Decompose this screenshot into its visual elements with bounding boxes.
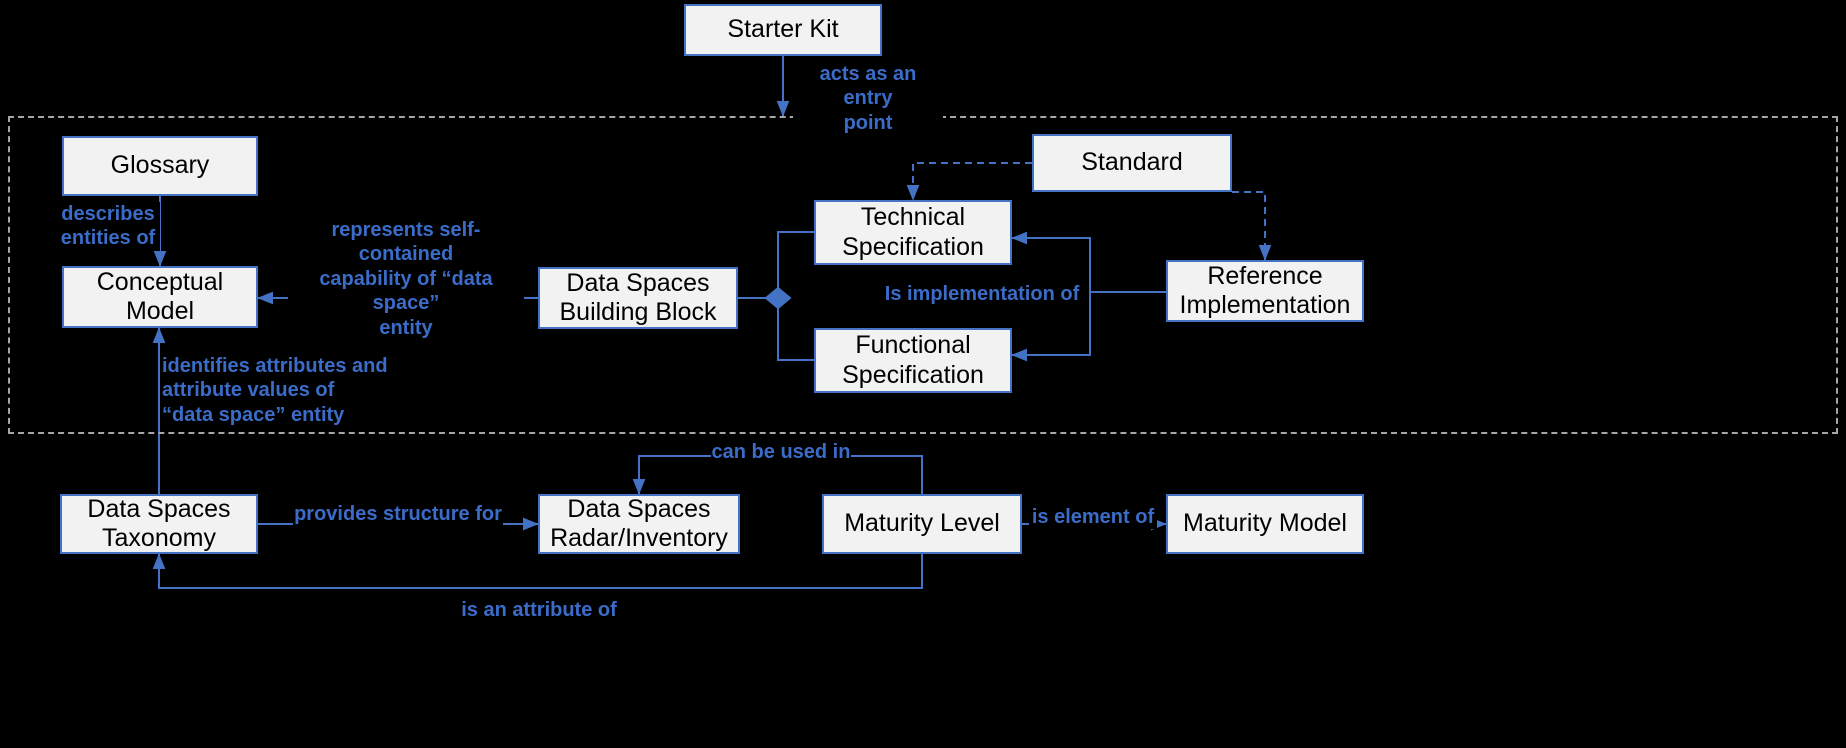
edge-standard-to-refimpl [1232, 191, 1272, 261]
edge-label-identifies-attributes: identifies attributes and attribute valu… [162, 354, 394, 428]
node-data-spaces-building-block[interactable]: Data Spaces Building Block [538, 267, 738, 329]
edge-label-acts-as-entry-point: acts as an entry point [793, 62, 943, 136]
edge-maturity-is-attribute-of [152, 553, 923, 589]
node-standard[interactable]: Standard [1032, 134, 1232, 192]
edge-label-provides-structure-for: provides structure for [293, 502, 503, 527]
edge-label-can-be-used-in: can be used in [711, 440, 851, 465]
aggregation-diamond [764, 286, 792, 310]
edge-bb-to-techspec [777, 231, 814, 298]
edge-label-is-an-attribute-of: is an attribute of [459, 598, 619, 623]
node-starter-kit[interactable]: Starter Kit [684, 4, 882, 56]
node-data-spaces-taxonomy[interactable]: Data Spaces Taxonomy [60, 494, 258, 554]
node-data-spaces-radar-inventory[interactable]: Data Spaces Radar/Inventory [538, 494, 740, 554]
edge-refimpl-to-funcspec [1011, 292, 1091, 362]
node-glossary[interactable]: Glossary [62, 136, 258, 196]
edge-bb-to-funcspec [777, 298, 814, 361]
node-maturity-model[interactable]: Maturity Model [1166, 494, 1364, 554]
node-maturity-level[interactable]: Maturity Level [822, 494, 1022, 554]
edge-label-is-element-of: is element of [1029, 505, 1157, 530]
edge-label-is-implementation-of: Is implementation of [884, 282, 1080, 307]
edge-refimpl-to-techspec [1011, 231, 1091, 292]
edge-label-describes-entities-of: describes entities of [56, 202, 160, 251]
node-functional-specification[interactable]: Functional Specification [814, 328, 1012, 393]
edge-standard-to-techspec [906, 162, 1032, 201]
node-conceptual-model[interactable]: Conceptual Model [62, 266, 258, 328]
node-reference-implementation[interactable]: Reference Implementation [1166, 260, 1364, 322]
node-technical-specification[interactable]: Technical Specification [814, 200, 1012, 265]
edge-label-represents-self-contained-capability: represents self-contained capability of … [288, 218, 524, 340]
